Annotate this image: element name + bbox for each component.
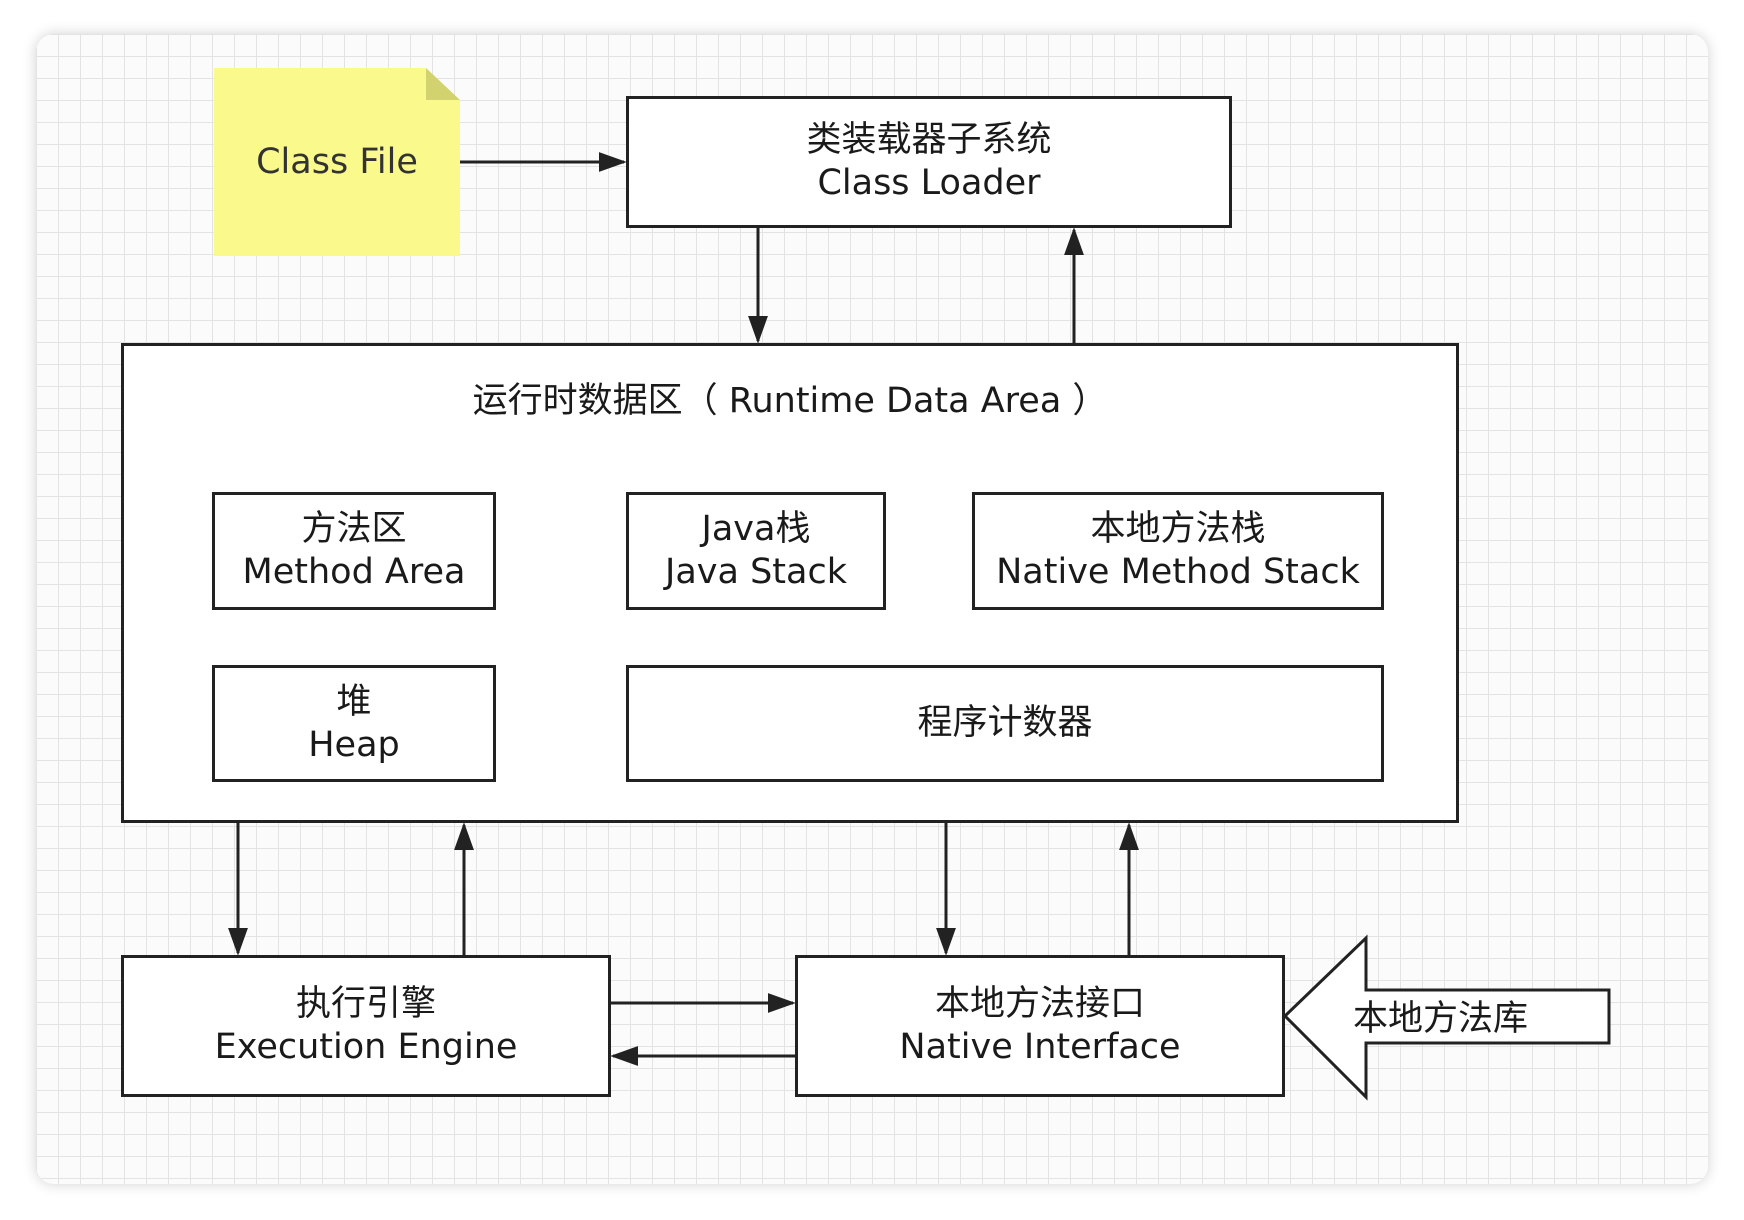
java-stack-box: Java栈 Java Stack [626,492,886,610]
class-loader-en: Class Loader [817,163,1041,203]
method-area-box: 方法区 Method Area [212,492,496,610]
execution-engine-en: Execution Engine [214,1027,518,1067]
class-file-note: Class File [214,68,460,256]
program-counter-label: 程序计数器 [917,703,1093,744]
execution-engine-box: 执行引擎 Execution Engine [121,955,611,1097]
native-library-label: 本地方法库 [1353,999,1529,1039]
native-method-stack-box: 本地方法栈 Native Method Stack [972,492,1384,610]
native-method-stack-en: Native Method Stack [996,552,1360,592]
heap-en: Heap [308,724,400,765]
native-interface-box: 本地方法接口 Native Interface [795,955,1285,1097]
native-interface-en: Native Interface [899,1027,1181,1067]
java-stack-zh: Java栈 [701,509,811,550]
class-file-label: Class File [256,142,418,182]
runtime-data-area-title: 运行时数据区（ Runtime Data Area ） [472,381,1108,421]
java-stack-en: Java Stack [665,552,847,592]
program-counter-box: 程序计数器 [626,665,1384,782]
heap-zh: 堆 [336,681,372,722]
native-interface-zh: 本地方法接口 [934,984,1145,1025]
class-loader-zh: 类装载器子系统 [806,120,1052,161]
native-library-arrow-shape [1282,934,1611,1101]
method-area-zh: 方法区 [301,509,407,550]
execution-engine-zh: 执行引擎 [295,984,436,1025]
class-loader-box: 类装载器子系统 Class Loader [626,96,1232,228]
method-area-en: Method Area [242,552,466,592]
native-method-stack-zh: 本地方法栈 [1090,509,1266,550]
heap-box: 堆 Heap [212,665,496,782]
